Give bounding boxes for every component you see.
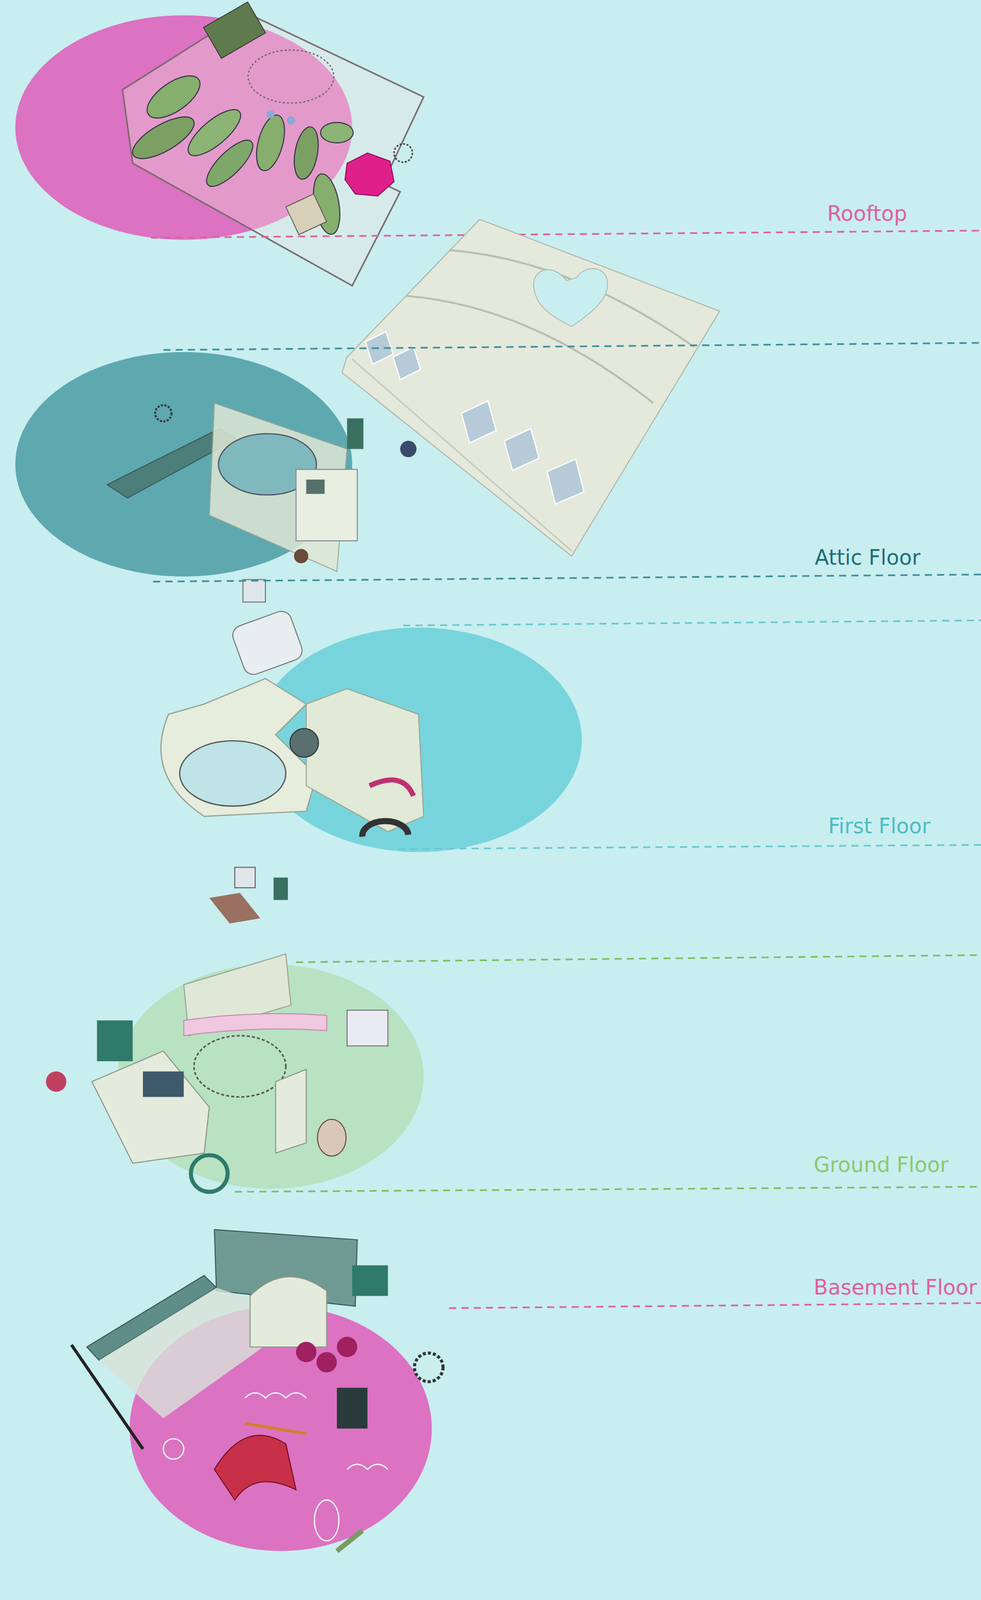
first-floor-level-shape (289, 728, 319, 758)
first-floor-level (161, 608, 582, 924)
floor-label: Rooftop (827, 201, 908, 227)
first-floor-level-shape (306, 688, 424, 832)
rooftop-level-shape (393, 143, 413, 163)
rooftop-level-shape (247, 49, 334, 103)
rooftop-level-shape (200, 133, 260, 193)
first-floor-level-shape (273, 877, 289, 900)
rooftop-level-shape (286, 116, 296, 125)
roof-vault-shape (392, 347, 421, 380)
rooftop-level-shape (290, 125, 322, 182)
basement-level-shape (336, 1336, 357, 1358)
basement-level-shape (245, 1423, 307, 1435)
roof-vault (341, 219, 720, 556)
first-floor-level-shape (179, 740, 286, 807)
attic-level (15, 352, 417, 603)
roof-vault-shape (461, 401, 497, 444)
basement-level-shape (163, 1439, 184, 1460)
rooftop-level-shape (203, 2, 266, 59)
attic-level-shape (296, 469, 358, 542)
attic-level-shape (306, 479, 325, 495)
basement-level-shape (347, 1464, 389, 1470)
ground-floor-level-shape (91, 1051, 210, 1164)
ground-floor-level (45, 954, 424, 1193)
rooftop-level-shape (345, 153, 394, 197)
basement-level-shape (71, 1345, 144, 1450)
ground-floor-level-shape (45, 1071, 66, 1093)
ground-floor-level-shape (183, 1013, 327, 1037)
first-floor-level-shape (362, 821, 409, 838)
rooftop-level (15, 2, 424, 286)
ground-floor-level-shape (347, 1010, 389, 1047)
basement-level-shape (245, 1393, 307, 1399)
ground-floor-level-shape (97, 1020, 134, 1062)
rooftop-level-shape (126, 109, 201, 167)
rooftop-level-shape (122, 12, 424, 286)
roof-vault-shape (504, 428, 540, 471)
attic-level-shape (155, 405, 172, 422)
basement-level-shape (296, 1342, 317, 1363)
attic-level-shape (400, 441, 417, 458)
rooftop-level-shape (320, 122, 354, 143)
attic-level-shape (294, 549, 309, 564)
ground-floor-level-shape (142, 1071, 184, 1098)
level-line (151, 230, 981, 238)
floor-label: First Floor (828, 813, 931, 839)
roof-vault-shape (352, 359, 572, 551)
roof-vault-shape (533, 268, 608, 327)
attic-level-shape (243, 579, 266, 603)
first-floor-level-shape (230, 608, 306, 678)
level-line (234, 1186, 981, 1192)
floor-label: Basement Floor (813, 1275, 977, 1301)
roof-vault-shape (448, 249, 695, 348)
basement-level-shape (316, 1352, 337, 1373)
level-line (296, 955, 981, 963)
first-floor-level-shape (209, 893, 261, 924)
first-floor-level-shape (369, 779, 414, 797)
ground-floor-level-shape (317, 1119, 347, 1157)
roof-vault-shape (341, 219, 720, 556)
level-line (153, 574, 981, 582)
first-floor-level-shape (255, 627, 582, 853)
basement-level-shape (314, 1500, 339, 1542)
basement-level-shape (249, 1277, 327, 1348)
rooftop-level-shape (251, 112, 290, 174)
level-line (448, 1303, 981, 1309)
attic-level-shape (347, 418, 364, 449)
basement-level (71, 1229, 444, 1552)
level-line (163, 342, 981, 351)
basement-level-shape (352, 1265, 389, 1297)
level-line (403, 620, 981, 626)
attic-level-shape (15, 352, 352, 577)
rooftop-level-shape (285, 193, 327, 235)
basement-level-shape (336, 1530, 363, 1551)
ground-floor-level-shape (275, 1069, 307, 1154)
rooftop-level-shape (266, 110, 275, 119)
floor-label: Ground Floor (813, 1152, 949, 1178)
roof-vault-shape (406, 296, 654, 404)
level-line (398, 844, 981, 850)
ground-floor-level-shape (193, 1036, 286, 1098)
first-floor-level-shape (234, 867, 256, 888)
floor-label: Attic Floor (814, 545, 921, 570)
basement-level-shape (336, 1387, 368, 1429)
ground-floor-level-shape (190, 1155, 228, 1193)
basement-level-shape (414, 1353, 444, 1383)
roof-vault-shape (547, 459, 585, 505)
basement-level-shape (214, 1435, 297, 1501)
rooftop-level-shape (140, 67, 207, 127)
